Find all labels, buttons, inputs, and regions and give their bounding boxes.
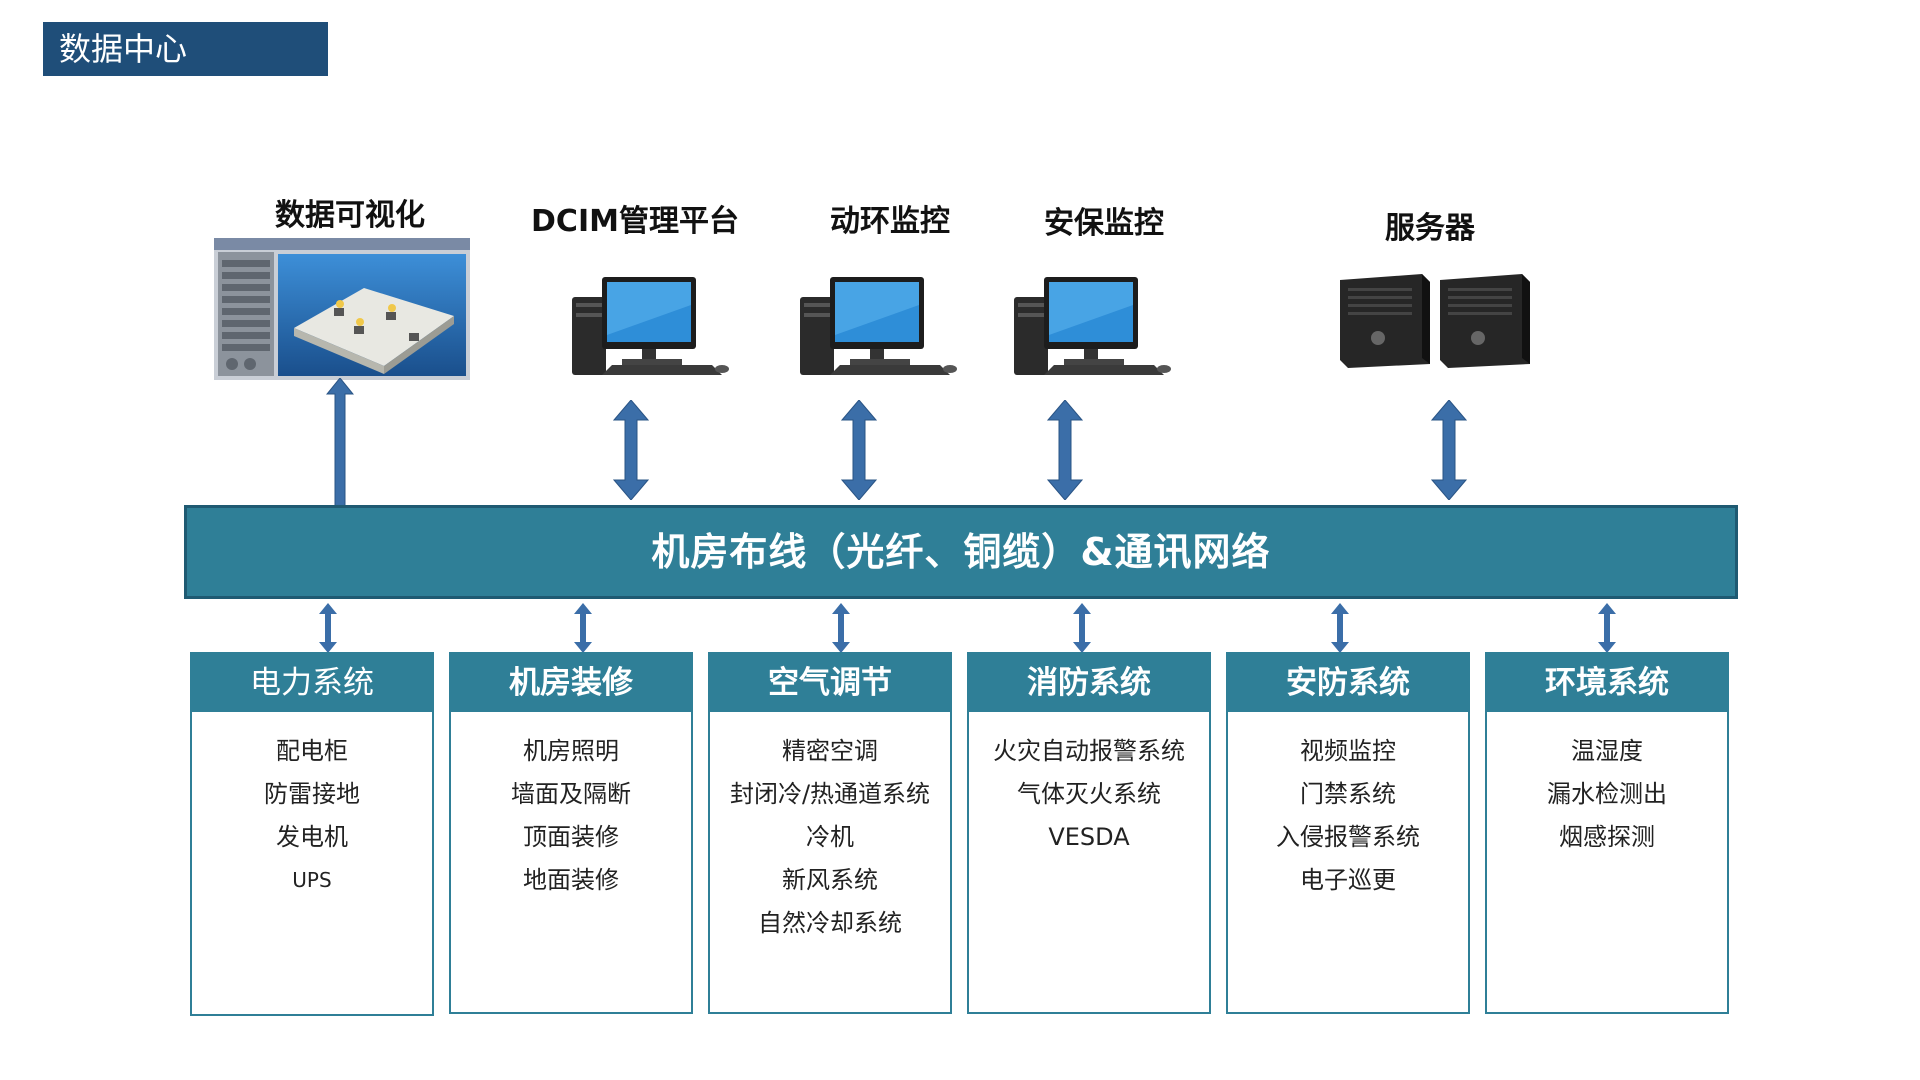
double-arrow-icon	[831, 603, 851, 653]
system-box-fire-protection: 消防系统 火灾自动报警系统 气体灭火系统 VESDA	[967, 652, 1211, 1014]
system-items: 精密空调 封闭冷/热通道系统 冷机 新风系统 自然冷却系统	[710, 712, 950, 945]
tower-servers-icon	[1338, 268, 1534, 368]
double-arrow-icon	[1330, 603, 1350, 653]
double-arrow-icon	[840, 399, 878, 501]
list-item: 地面装修	[523, 866, 619, 894]
system-items: 视频监控 门禁系统 入侵报警系统 电子巡更	[1228, 712, 1468, 902]
double-arrow-icon	[1072, 603, 1092, 653]
list-item: 视频监控	[1300, 737, 1396, 765]
system-box-power: 电力系统 配电柜 防雷接地 发电机 UPS	[190, 652, 434, 1016]
network-bus: 机房布线（光纤、铜缆）&通讯网络	[184, 505, 1738, 599]
list-item: 门禁系统	[1300, 780, 1396, 808]
system-items: 温湿度 漏水检测出 烟感探测	[1487, 712, 1727, 859]
top-label-visualization: 数据可视化	[275, 198, 425, 233]
system-items: 配电柜 防雷接地 发电机 UPS	[192, 712, 432, 902]
double-arrow-icon	[1046, 399, 1084, 501]
list-item: 配电柜	[276, 737, 348, 765]
security-monitoring-computer-icon	[1014, 265, 1174, 380]
list-item: 发电机	[276, 823, 348, 851]
system-box-security: 安防系统 视频监控 门禁系统 入侵报警系统 电子巡更	[1226, 652, 1470, 1014]
system-title: 机房装修	[451, 654, 691, 712]
list-item: 墙面及隔断	[511, 780, 631, 808]
system-title: 消防系统	[969, 654, 1209, 712]
system-box-room-decoration: 机房装修 机房照明 墙面及隔断 顶面装修 地面装修	[449, 652, 693, 1014]
list-item: 机房照明	[523, 737, 619, 765]
system-items: 机房照明 墙面及隔断 顶面装修 地面装修	[451, 712, 691, 902]
list-item: 入侵报警系统	[1276, 823, 1420, 851]
top-label-servers: 服务器	[1385, 211, 1475, 246]
dcim-computer-icon	[572, 265, 732, 380]
list-item: 新风系统	[782, 866, 878, 894]
list-item: 精密空调	[782, 737, 878, 765]
double-arrow-icon	[1430, 399, 1468, 501]
double-arrow-icon	[318, 603, 338, 653]
top-label-security-monitoring: 安保监控	[1044, 206, 1164, 241]
environment-monitoring-computer-icon	[800, 265, 960, 380]
list-item: 温湿度	[1571, 737, 1643, 765]
system-title: 安防系统	[1228, 654, 1468, 712]
list-item: 气体灭火系统	[1017, 780, 1161, 808]
list-item: 火灾自动报警系统	[993, 737, 1185, 765]
double-arrow-icon	[612, 399, 650, 501]
list-item: 电子巡更	[1300, 866, 1396, 894]
list-item: 防雷接地	[264, 780, 360, 808]
list-item: 冷机	[806, 823, 854, 851]
double-arrow-icon	[573, 603, 593, 653]
list-item: VESDA	[1048, 823, 1130, 851]
top-label-dcim: DCIM管理平台	[531, 204, 739, 239]
list-item: 烟感探测	[1559, 823, 1655, 851]
system-box-air-conditioning: 空气调节 精密空调 封闭冷/热通道系统 冷机 新风系统 自然冷却系统	[708, 652, 952, 1014]
system-box-environment: 环境系统 温湿度 漏水检测出 烟感探测	[1485, 652, 1729, 1014]
system-title: 环境系统	[1487, 654, 1727, 712]
data-visualization-screenshot-icon	[214, 238, 470, 380]
list-item: 自然冷却系统	[758, 909, 902, 937]
list-item: 封闭冷/热通道系统	[729, 780, 931, 808]
system-items: 火灾自动报警系统 气体灭火系统 VESDA	[969, 712, 1209, 859]
system-title: 电力系统	[192, 654, 432, 712]
top-label-environment-monitoring: 动环监控	[830, 204, 950, 239]
list-item: UPS	[292, 868, 332, 892]
double-arrow-icon	[1597, 603, 1617, 653]
list-item: 漏水检测出	[1547, 780, 1667, 808]
up-arrow-icon	[325, 377, 355, 509]
system-title: 空气调节	[710, 654, 950, 712]
list-item: 顶面装修	[523, 823, 619, 851]
page-title: 数据中心	[43, 22, 328, 76]
